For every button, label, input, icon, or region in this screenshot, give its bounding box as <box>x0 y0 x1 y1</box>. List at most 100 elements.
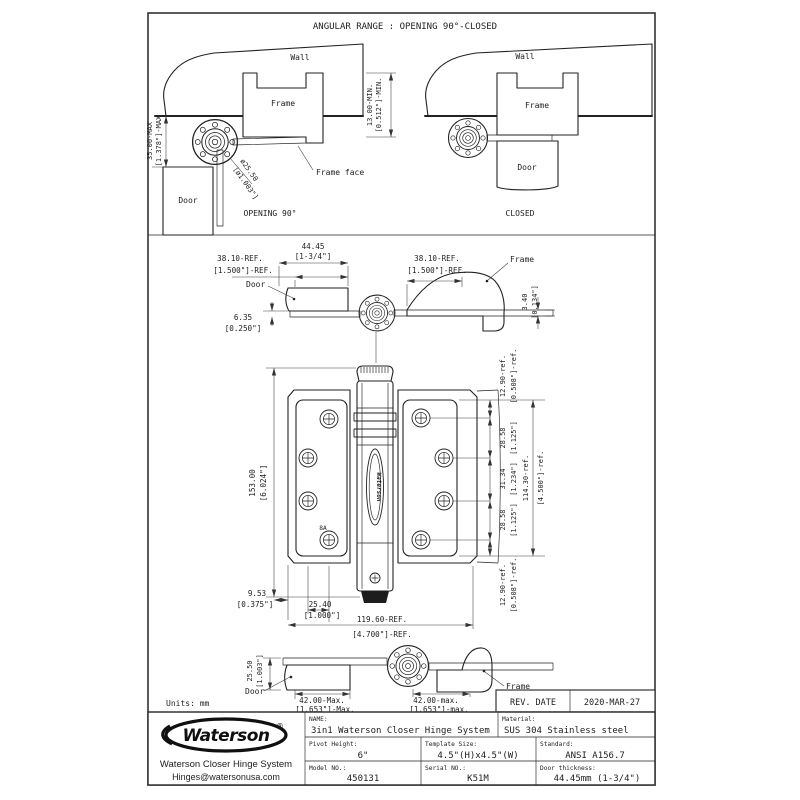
frame-callout-top-section: Frame <box>485 255 534 283</box>
hinge-knuckle-closed <box>447 117 489 159</box>
barrel-knuckle-band-2 <box>353 428 397 438</box>
door-section-closed <box>496 140 559 191</box>
svg-text:[1.653"]-max.: [1.653"]-max. <box>409 705 468 714</box>
screw-left-2 <box>298 448 318 468</box>
rev-date-value: 2020-MAR-27 <box>584 698 640 708</box>
barrel-bottom-cap <box>361 591 389 603</box>
svg-text:28.58: 28.58 <box>499 509 507 530</box>
svg-text:[4.700"]-REF.: [4.700"]-REF. <box>352 630 411 639</box>
standard-value: ANSI A156.7 <box>565 751 625 761</box>
svg-text:[1.125"]: [1.125"] <box>510 503 518 537</box>
door-thickness-label: Door thickness: <box>540 765 596 772</box>
name-value: 3in1 Waterson Closer Hinge System <box>311 726 490 736</box>
screw-left-4 <box>319 530 339 550</box>
svg-text:Door: Door <box>246 280 265 289</box>
svg-text:Door: Door <box>245 687 264 696</box>
model-no-label: Model NO.: <box>309 765 346 772</box>
right-leaf-silhouette <box>397 389 478 564</box>
door-panel-bottom <box>284 664 351 691</box>
barrel-logo-badge <box>366 448 384 526</box>
svg-text:[4.500"]-ref.: [4.500"]-ref. <box>537 451 545 506</box>
left-leaf-silhouette <box>287 389 351 564</box>
svg-text:25.50: 25.50 <box>246 660 254 681</box>
pivot-height-value: 6" <box>358 751 369 761</box>
serial-no-value: K51M <box>467 774 489 784</box>
barrel-knuckle-band-1 <box>353 412 397 422</box>
wall-label-closed: Wall <box>515 52 534 61</box>
dim-9-53: 9.53 [0.375"] <box>237 565 289 620</box>
wall-label: Wall <box>290 53 309 62</box>
svg-text:[1.500"]-REF.: [1.500"]-REF. <box>213 266 272 275</box>
svg-text:[0.512"]-MIN.: [0.512"]-MIN. <box>375 78 383 133</box>
svg-text:28.58: 28.58 <box>499 427 507 448</box>
svg-text:9.53: 9.53 <box>248 589 266 598</box>
dim-153: 153.00 [6.024"] <box>248 367 360 598</box>
registered-mark: ® <box>277 722 283 731</box>
door-callout-bottom: Door <box>245 675 293 696</box>
hinge-knuckle-bottom <box>386 644 430 688</box>
svg-text:31.34: 31.34 <box>499 468 507 489</box>
barrel-set-screw <box>369 572 381 584</box>
frame-profile-bottom <box>436 647 493 693</box>
frame-callout-bottom: Frame <box>482 669 530 691</box>
hinge-knuckle-top-section <box>358 294 396 332</box>
company-email: Hinges@watersonusa.com <box>172 772 280 782</box>
svg-text:42.00-Max.: 42.00-Max. <box>299 696 345 705</box>
frame-leaf-section <box>393 309 554 317</box>
screw-right-4 <box>411 530 431 550</box>
logo-wordmark: Waterson <box>182 726 269 746</box>
door-thickness-value: 44.45mm (1-3/4") <box>554 774 641 784</box>
name-label: NAME: <box>309 716 328 723</box>
door-leaf-section <box>289 310 361 318</box>
svg-text:Frame face: Frame face <box>316 168 364 177</box>
door-callout-top-section: Door <box>246 280 296 301</box>
units-label: Units: mm <box>166 699 210 708</box>
svg-text:6.35: 6.35 <box>234 313 252 322</box>
hinge-knuckle-opening <box>191 118 239 166</box>
svg-text:[1.500"]-REF.: [1.500"]-REF. <box>407 266 466 275</box>
svg-text:38.10-REF.: 38.10-REF. <box>217 254 263 263</box>
svg-text:25.40: 25.40 <box>309 600 332 609</box>
svg-text:[1.000"]: [1.000"] <box>304 611 341 620</box>
svg-text:Frame: Frame <box>506 682 530 691</box>
svg-text:[0.250"]: [0.250"] <box>225 324 262 333</box>
closed-caption: CLOSED <box>506 209 535 218</box>
svg-text:[1.003"]: [1.003"] <box>256 654 264 688</box>
barrel-body <box>356 380 394 592</box>
right-leaf-plate <box>402 399 458 557</box>
standard-label: Standard: <box>540 741 574 748</box>
frame-profile-section <box>406 271 505 332</box>
top-cross-section: 44.45 [1-3/4"] 38.10-REF. [1.500"]-REF. … <box>213 242 555 363</box>
hinge-leaf-closed <box>486 134 553 142</box>
dim-42-right: 42.00-max. [1.653"]-max. <box>409 689 471 714</box>
door-label-closed: Door <box>517 163 536 172</box>
opening-caption: OPENING 90° <box>244 209 297 218</box>
view-closed: Wall Frame Door CLOSED <box>424 43 653 218</box>
dim-6-35: 6.35 [0.250"] <box>225 302 288 333</box>
svg-text:[6.024"]: [6.024"] <box>259 465 268 502</box>
dim-25-40: 25.40 [1.000"] <box>304 566 341 622</box>
barrel-top-cap <box>356 365 394 382</box>
barrel-logo-text: Waterson <box>375 473 382 502</box>
wall-closed <box>425 43 653 117</box>
svg-text:12.90-ref.: 12.90-ref. <box>499 564 507 606</box>
material-label: Material: <box>502 716 536 723</box>
svg-text:[0.508"]-ref.: [0.508"]-ref. <box>510 558 518 613</box>
door-break-line <box>497 389 501 564</box>
screw-right-1 <box>411 408 431 428</box>
door-label: Door <box>178 196 197 205</box>
door-leaf-opening <box>216 149 224 227</box>
svg-text:153.00: 153.00 <box>248 469 257 497</box>
pivot-height-label: Pivot Height: <box>309 741 357 748</box>
svg-text:[1.125"]: [1.125"] <box>510 421 518 455</box>
rev-date-label: REV. DATE <box>510 698 556 708</box>
serial-no-label: Serial NO.: <box>425 765 466 772</box>
template-size-label: Template Size: <box>425 741 477 748</box>
svg-text:3.40: 3.40 <box>521 294 529 311</box>
svg-text:Frame: Frame <box>510 255 534 264</box>
title-block: Waterson ® Waterson Closer Hinge System … <box>147 711 656 786</box>
svg-text:42.00-max.: 42.00-max. <box>413 696 459 705</box>
gauge-label: 8A <box>319 525 327 532</box>
template-size-value: 4.5"(H)x4.5"(W) <box>437 751 518 761</box>
